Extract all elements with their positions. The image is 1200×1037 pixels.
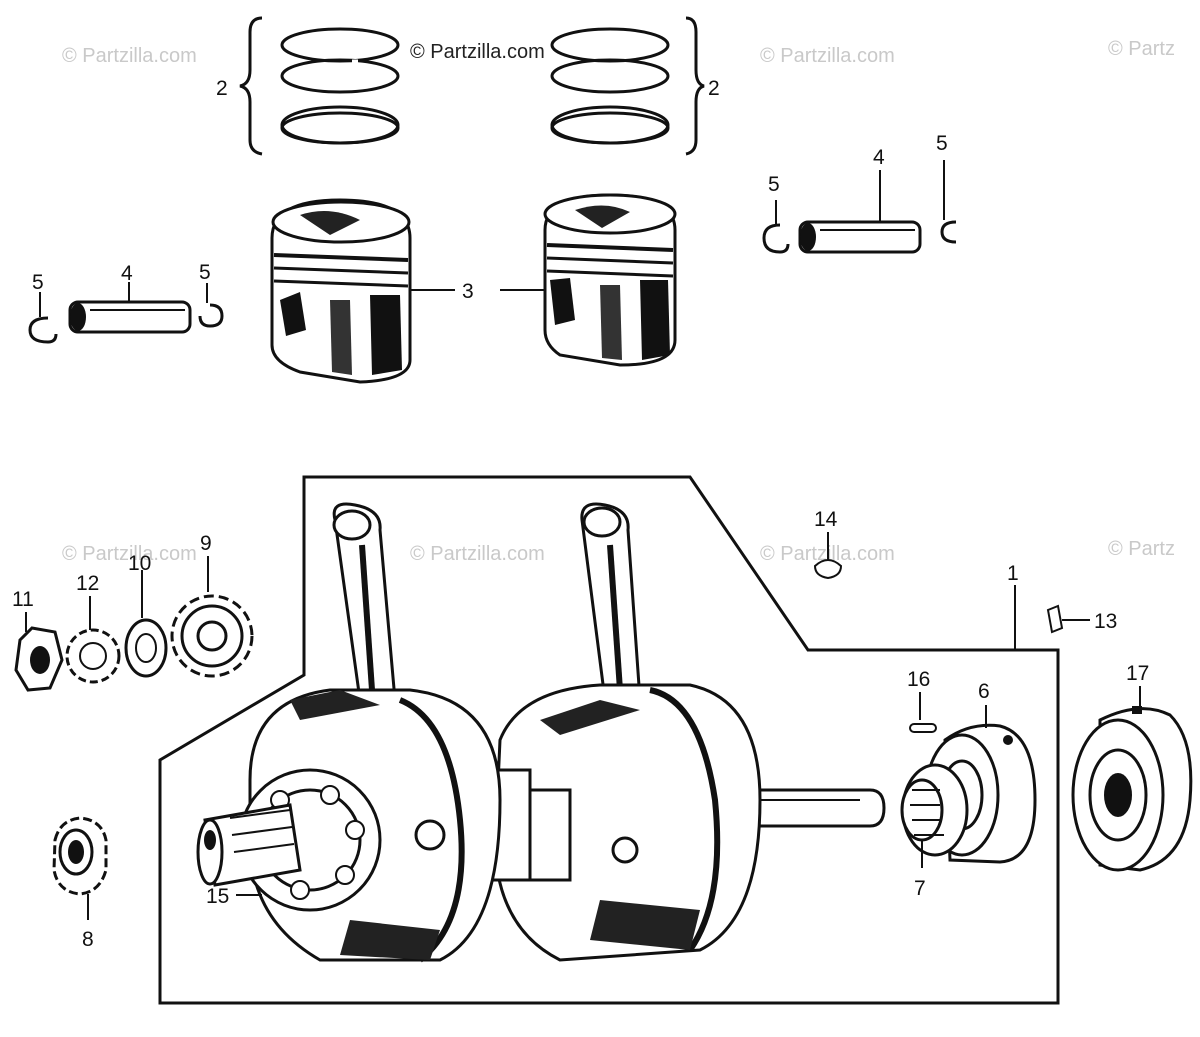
callout-14: 14 [814,508,838,531]
callout-8: 8 [82,928,94,951]
sprocket-8 [52,816,108,896]
watermark: © Partz [1108,38,1175,60]
callout-4-right: 4 [873,146,885,169]
pin-13 [1046,604,1064,634]
piston-pin-left [68,300,192,334]
piston-right [543,193,677,367]
watermark-main: © Partzilla.com [410,41,545,63]
callout-12: 12 [76,572,99,595]
piston-left [270,198,412,384]
callout-10: 10 [128,552,151,575]
watermark: © Partzilla.com [760,45,895,67]
callout-2-right: 2 [708,77,720,100]
callout-5-d: 5 [936,132,948,155]
callout-5-c: 5 [768,173,780,196]
crankshaft-assembly-boundary [158,475,1060,1005]
watermark: © Partzilla.com [410,543,545,565]
callout-16: 16 [907,668,930,691]
watermark: © Partzilla.com [62,543,197,565]
key-14 [813,559,843,580]
watermark: © Partzilla.com [62,45,197,67]
callout-9: 9 [200,532,212,555]
sprocket-9 [170,594,254,678]
clip-left-b [198,303,224,328]
clip-right-b [940,220,957,244]
callout-1: 1 [1007,562,1019,585]
pin-16 [909,723,937,733]
nut-11 [14,626,64,692]
callout-5-b: 5 [199,261,211,284]
ring-set-left [239,16,400,156]
ring-set-right [550,16,705,156]
bearing-7 [900,763,969,857]
lock-washer-12 [65,628,121,684]
callout-4-left: 4 [121,262,133,285]
callout-17: 17 [1126,662,1149,685]
crankshaft [196,502,886,963]
callout-13: 13 [1094,610,1117,633]
callout-7: 7 [914,877,926,900]
bearing-17 [1071,706,1193,872]
callout-5-a: 5 [32,271,44,294]
callout-15: 15 [206,885,229,908]
callout-2-left: 2 [216,77,228,100]
clip-left-a [28,316,58,344]
watermark: © Partz [1108,538,1175,560]
callout-3: 3 [462,280,474,303]
clip-right-a [762,223,790,254]
piston-pin-right [798,220,922,254]
callout-6: 6 [978,680,990,703]
washer-10 [124,618,168,678]
callout-11: 11 [12,588,34,611]
